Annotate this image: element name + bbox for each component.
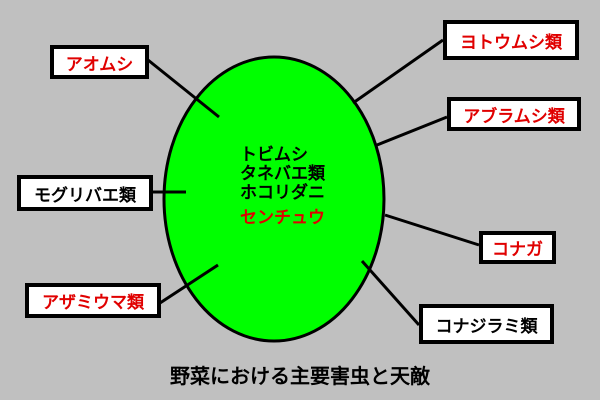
label-aomushi: アオムシ [50, 45, 149, 79]
connector-aomushi [147, 58, 220, 119]
connector-yotoumushi [352, 38, 444, 105]
center-item: トビムシ [240, 145, 308, 165]
label-konajirami: コナジラミ類 [419, 304, 554, 344]
connector-aburamushi [376, 115, 448, 147]
center-item: タネバエ類 [240, 164, 325, 184]
connector-azamiuma [159, 263, 219, 305]
connector-konajirami [360, 260, 421, 326]
center-item: ホコリダニ [240, 183, 325, 203]
center-highlight: センチュウ [240, 208, 325, 228]
label-aburamushi: アブラムシ類 [447, 97, 581, 131]
label-azamiuma: アザミウマ類 [25, 283, 161, 318]
habitat-circle [162, 55, 386, 343]
connector-konaga [384, 213, 480, 247]
label-konaga: コナガ [479, 231, 556, 264]
label-yotoumushi: ヨトウムシ類 [443, 20, 579, 60]
center-list: トビムシ タネバエ類 ホコリダニ センチュウ [240, 146, 325, 228]
label-moguribae: モグリバエ類 [17, 175, 153, 211]
diagram-title: 野菜における主要害虫と天敵 [170, 364, 430, 388]
